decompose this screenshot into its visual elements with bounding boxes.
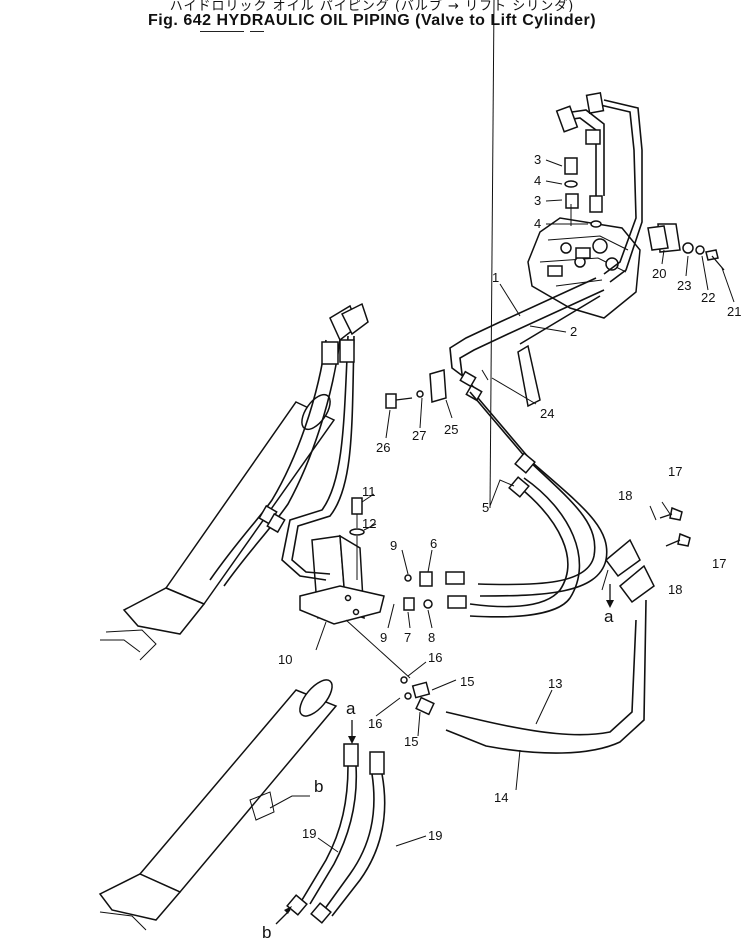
callout-16: 16: [368, 716, 382, 731]
pipes-1-2: [449, 277, 605, 402]
callout-20: 20: [652, 266, 666, 281]
callout-27: 27: [412, 428, 426, 443]
callout-15: 15: [404, 734, 418, 749]
callout-labels: 3 4 3 4 1 2 20 23 22 21 24 25 26 27 5 17…: [278, 152, 741, 843]
callout-19: 19: [302, 826, 316, 841]
hoses-19: [286, 743, 386, 924]
adapter-stack: [564, 157, 602, 228]
reference-letters: a a b b: [262, 607, 614, 942]
callout-18: 18: [668, 582, 682, 597]
callout-19: 19: [428, 828, 442, 843]
callout-23: 23: [677, 278, 691, 293]
callout-18: 18: [618, 488, 632, 503]
callout-14: 14: [494, 790, 508, 805]
pipes-13-14: [400, 506, 691, 754]
callout-15: 15: [460, 674, 474, 689]
hoses-5: [445, 391, 608, 618]
callout-26: 26: [376, 440, 390, 455]
callout-2: 2: [570, 324, 577, 339]
callout-9: 9: [390, 538, 397, 553]
leader-lines: [269, 0, 735, 853]
callout-12: 12: [362, 516, 376, 531]
clamp-20-assembly: [647, 223, 725, 271]
ref-letter-b: b: [262, 923, 271, 942]
ref-letter-b: b: [314, 777, 323, 796]
callout-9: 9: [380, 630, 387, 645]
lift-cylinder-upper: [100, 302, 369, 661]
clamp-25-assembly: [385, 369, 447, 409]
callout-3: 3: [534, 152, 541, 167]
control-valve: [527, 217, 641, 319]
callout-13: 13: [548, 676, 562, 691]
callout-8: 8: [428, 630, 435, 645]
callout-4: 4: [534, 216, 541, 231]
callout-7: 7: [404, 630, 411, 645]
title-underline: [200, 31, 244, 32]
clamp-24: [517, 344, 541, 408]
callout-10: 10: [278, 652, 292, 667]
valve-top-pipes: [555, 92, 643, 283]
callout-11: 11: [362, 484, 376, 499]
ref-letter-a: a: [604, 607, 614, 626]
lift-cylinder-lower: [98, 679, 338, 931]
callout-24: 24: [540, 406, 554, 421]
callout-22: 22: [701, 290, 715, 305]
callout-16: 16: [428, 650, 442, 665]
title-japanese: ハイドロリック オイル パイピング (バルブ → リフト シリンダ): [169, 0, 575, 14]
ref-letter-a: a: [346, 699, 356, 718]
callout-6: 6: [430, 536, 437, 551]
callout-4: 4: [534, 173, 541, 188]
callout-5: 5: [482, 500, 489, 515]
valve-block-10: [299, 497, 433, 679]
callout-3: 3: [534, 193, 541, 208]
callout-17: 17: [712, 556, 726, 571]
callout-1: 1: [492, 270, 499, 285]
figure-title: Fig. 642 HYDRAULIC OIL PIPING (Valve to …: [147, 12, 597, 29]
title-underline-short: [250, 31, 264, 32]
callout-21: 21: [727, 304, 741, 319]
callout-25: 25: [444, 422, 458, 437]
callout-17: 17: [668, 464, 682, 479]
reference-arrows: [275, 584, 614, 925]
